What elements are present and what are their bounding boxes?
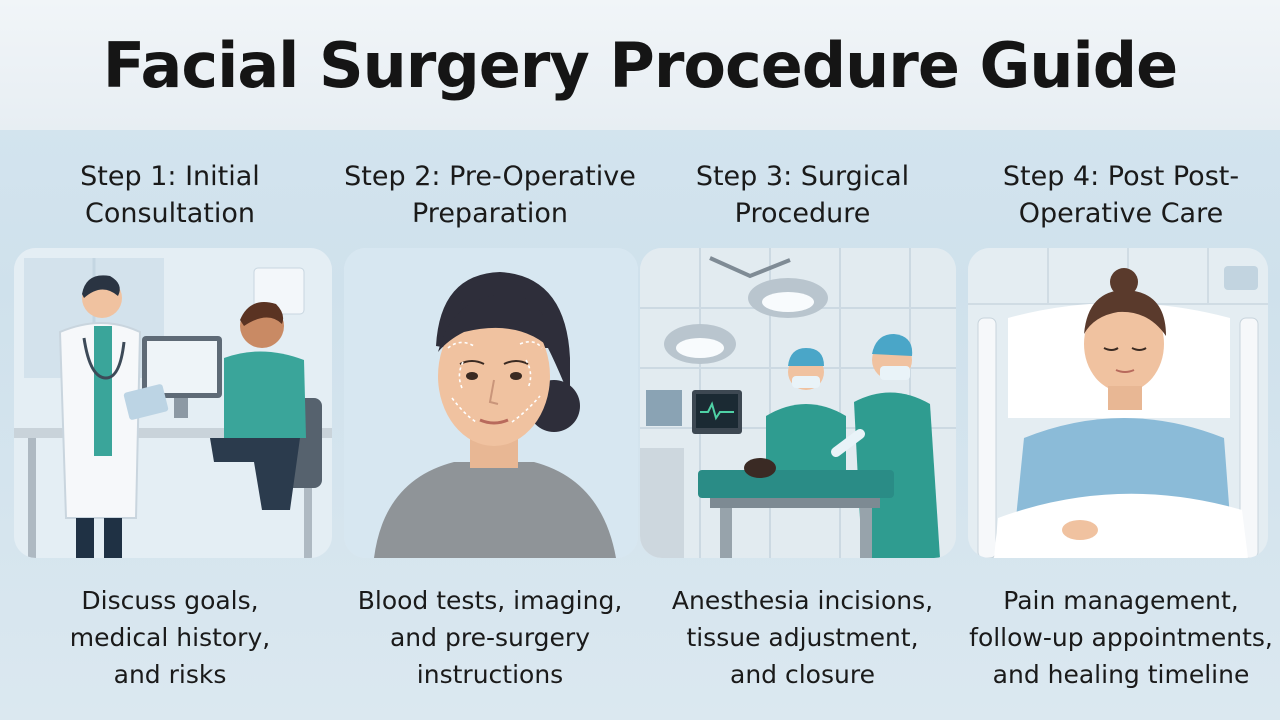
- title-band: Facial Surgery Procedure Guide: [0, 0, 1280, 130]
- step-2-illustration-preparation: [344, 248, 638, 558]
- step-3-desc-line-1: Anesthesia incisions,: [671, 586, 934, 615]
- step-4-description: Pain management, follow-up appointments,…: [962, 582, 1280, 693]
- step-4-title-line-1: Step 4: Post Post-: [1002, 161, 1240, 192]
- steps-row: Step 1: Initial Consultation: [0, 130, 1280, 720]
- step-1-desc-line-3: and risks: [113, 660, 227, 689]
- step-2-title-line-1: Step 2: Pre-Operative: [344, 161, 636, 192]
- step-4-desc-line-3: and healing timeline: [992, 660, 1250, 689]
- step-2: Step 2: Pre-Operative Preparation: [334, 130, 646, 720]
- step-4-desc-line-2: follow-up appointments,: [969, 623, 1273, 652]
- step-4-illustration-recovery: [968, 248, 1268, 558]
- step-3-title-line-1: Step 3: Surgical: [695, 161, 910, 192]
- operating-room-scene-icon: [640, 248, 956, 558]
- step-2-title: Step 2: Pre-Operative Preparation: [334, 158, 646, 232]
- step-1-title: Step 1: Initial Consultation: [0, 158, 340, 232]
- step-3-desc-line-3: and closure: [730, 660, 875, 689]
- step-3-desc-line-2: tissue adjustment,: [686, 623, 919, 652]
- step-2-desc-line-2: and pre-surgery: [389, 623, 590, 652]
- step-4-title: Step 4: Post Post- Operative Care: [962, 158, 1280, 232]
- step-3-description: Anesthesia incisions, tissue adjustment,…: [640, 582, 965, 693]
- step-2-desc-line-1: Blood tests, imaging,: [357, 586, 623, 615]
- step-3-illustration-surgery: [640, 248, 956, 558]
- step-1-title-line-2: Consultation: [84, 198, 255, 229]
- step-4-title-line-2: Operative Care: [1018, 198, 1224, 229]
- step-4-desc-line-1: Pain management,: [1003, 586, 1239, 615]
- step-3-title-line-2: Procedure: [734, 198, 871, 229]
- step-1: Step 1: Initial Consultation: [0, 130, 340, 720]
- consultation-scene-icon: [14, 248, 332, 558]
- step-1-illustration-consultation: [14, 248, 332, 558]
- step-2-desc-line-3: instructions: [416, 660, 564, 689]
- page-title: Facial Surgery Procedure Guide: [102, 28, 1178, 102]
- step-1-desc-line-2: medical history,: [69, 623, 271, 652]
- step-1-title-line-1: Step 1: Initial: [80, 161, 260, 192]
- step-2-title-line-2: Preparation: [412, 198, 568, 229]
- step-1-desc-line-1: Discuss goals,: [81, 586, 259, 615]
- step-1-description: Discuss goals, medical history, and risk…: [0, 582, 340, 693]
- patient-face-markings-icon: [344, 248, 638, 558]
- step-3: Step 3: Surgical Procedure: [640, 130, 965, 720]
- step-3-title: Step 3: Surgical Procedure: [640, 158, 965, 232]
- step-4: Step 4: Post Post- Operative Care: [962, 130, 1280, 720]
- patient-recovery-bed-icon: [968, 248, 1268, 558]
- step-2-description: Blood tests, imaging, and pre-surgery in…: [334, 582, 646, 693]
